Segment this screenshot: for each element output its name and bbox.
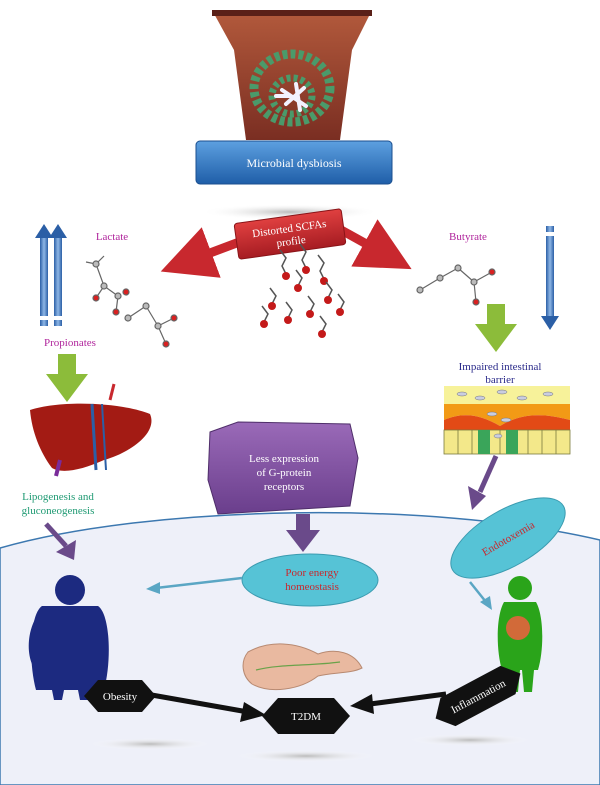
endotoxemia-ellipse xyxy=(450,497,566,579)
green-arrow-left xyxy=(46,354,88,402)
teal-arrow-energy-to-obesity xyxy=(146,576,243,594)
green-arrow-right xyxy=(475,304,517,352)
purple-arrow-barrier xyxy=(468,454,499,510)
black-arrow-obesity-to-t2dm xyxy=(145,691,266,722)
microbial-dysbiosis-box xyxy=(195,140,393,185)
poor-energy-ellipse xyxy=(241,553,379,607)
microbial-dysbiosis-label: Microbial dysbiosis xyxy=(247,156,342,170)
obese-figure xyxy=(28,575,109,700)
inflammation-hexagon xyxy=(435,665,521,727)
impaired-barrier-label-line2: barrier xyxy=(485,374,515,386)
poor-energy-label-line1: Poor energy xyxy=(285,567,339,579)
t2dm-hexagon xyxy=(262,698,350,734)
propionates-label: Propionates xyxy=(44,337,96,349)
impaired-barrier-label-line1: Impaired intestinal xyxy=(459,361,542,373)
torso-intestine-illustration xyxy=(212,10,372,140)
purple-arrow-gprotein xyxy=(286,514,320,552)
gprotein-box xyxy=(207,421,359,515)
inflammation-shadow xyxy=(410,734,530,746)
gprotein-label-line2: of G-protein xyxy=(257,467,312,479)
lipogenesis-label-line2: gluconeogenesis xyxy=(22,505,95,517)
propionate-molecule xyxy=(124,302,178,348)
butyrate-decrease-arrow xyxy=(541,226,559,330)
scfa-molecules-illustration xyxy=(260,243,345,338)
lactate-molecule xyxy=(85,255,130,316)
obese-figure-shadow xyxy=(90,738,210,750)
distorted-scfas-label-line2: profile xyxy=(276,234,307,250)
distorted-scfas-tag xyxy=(233,208,347,260)
t2dm-shadow xyxy=(236,750,376,762)
poor-energy-label-line2: homeostasis xyxy=(285,581,339,593)
butyrate-molecule xyxy=(416,264,496,306)
liver-illustration xyxy=(30,383,152,477)
teal-arrow-endotoxemia-to-inflammation xyxy=(469,581,492,610)
obesity-hexagon xyxy=(84,680,156,712)
purple-arrow-lipogenesis xyxy=(44,522,76,560)
pancreas-illustration xyxy=(242,643,363,690)
butyrate-label: Butyrate xyxy=(449,231,487,243)
t2dm-label: T2DM xyxy=(291,711,321,723)
intestinal-barrier-illustration xyxy=(443,386,571,455)
gprotein-label-line3: receptors xyxy=(264,481,304,493)
gprotein-label-line1: Less expression xyxy=(249,453,319,465)
propionate-increase-arrows xyxy=(35,224,67,326)
lipogenesis-label-line1: Lipogenesis and xyxy=(22,491,94,503)
lactate-label: Lactate xyxy=(96,231,128,243)
obesity-label: Obesity xyxy=(103,691,138,703)
black-arrow-inflammation-to-t2dm xyxy=(350,691,447,714)
